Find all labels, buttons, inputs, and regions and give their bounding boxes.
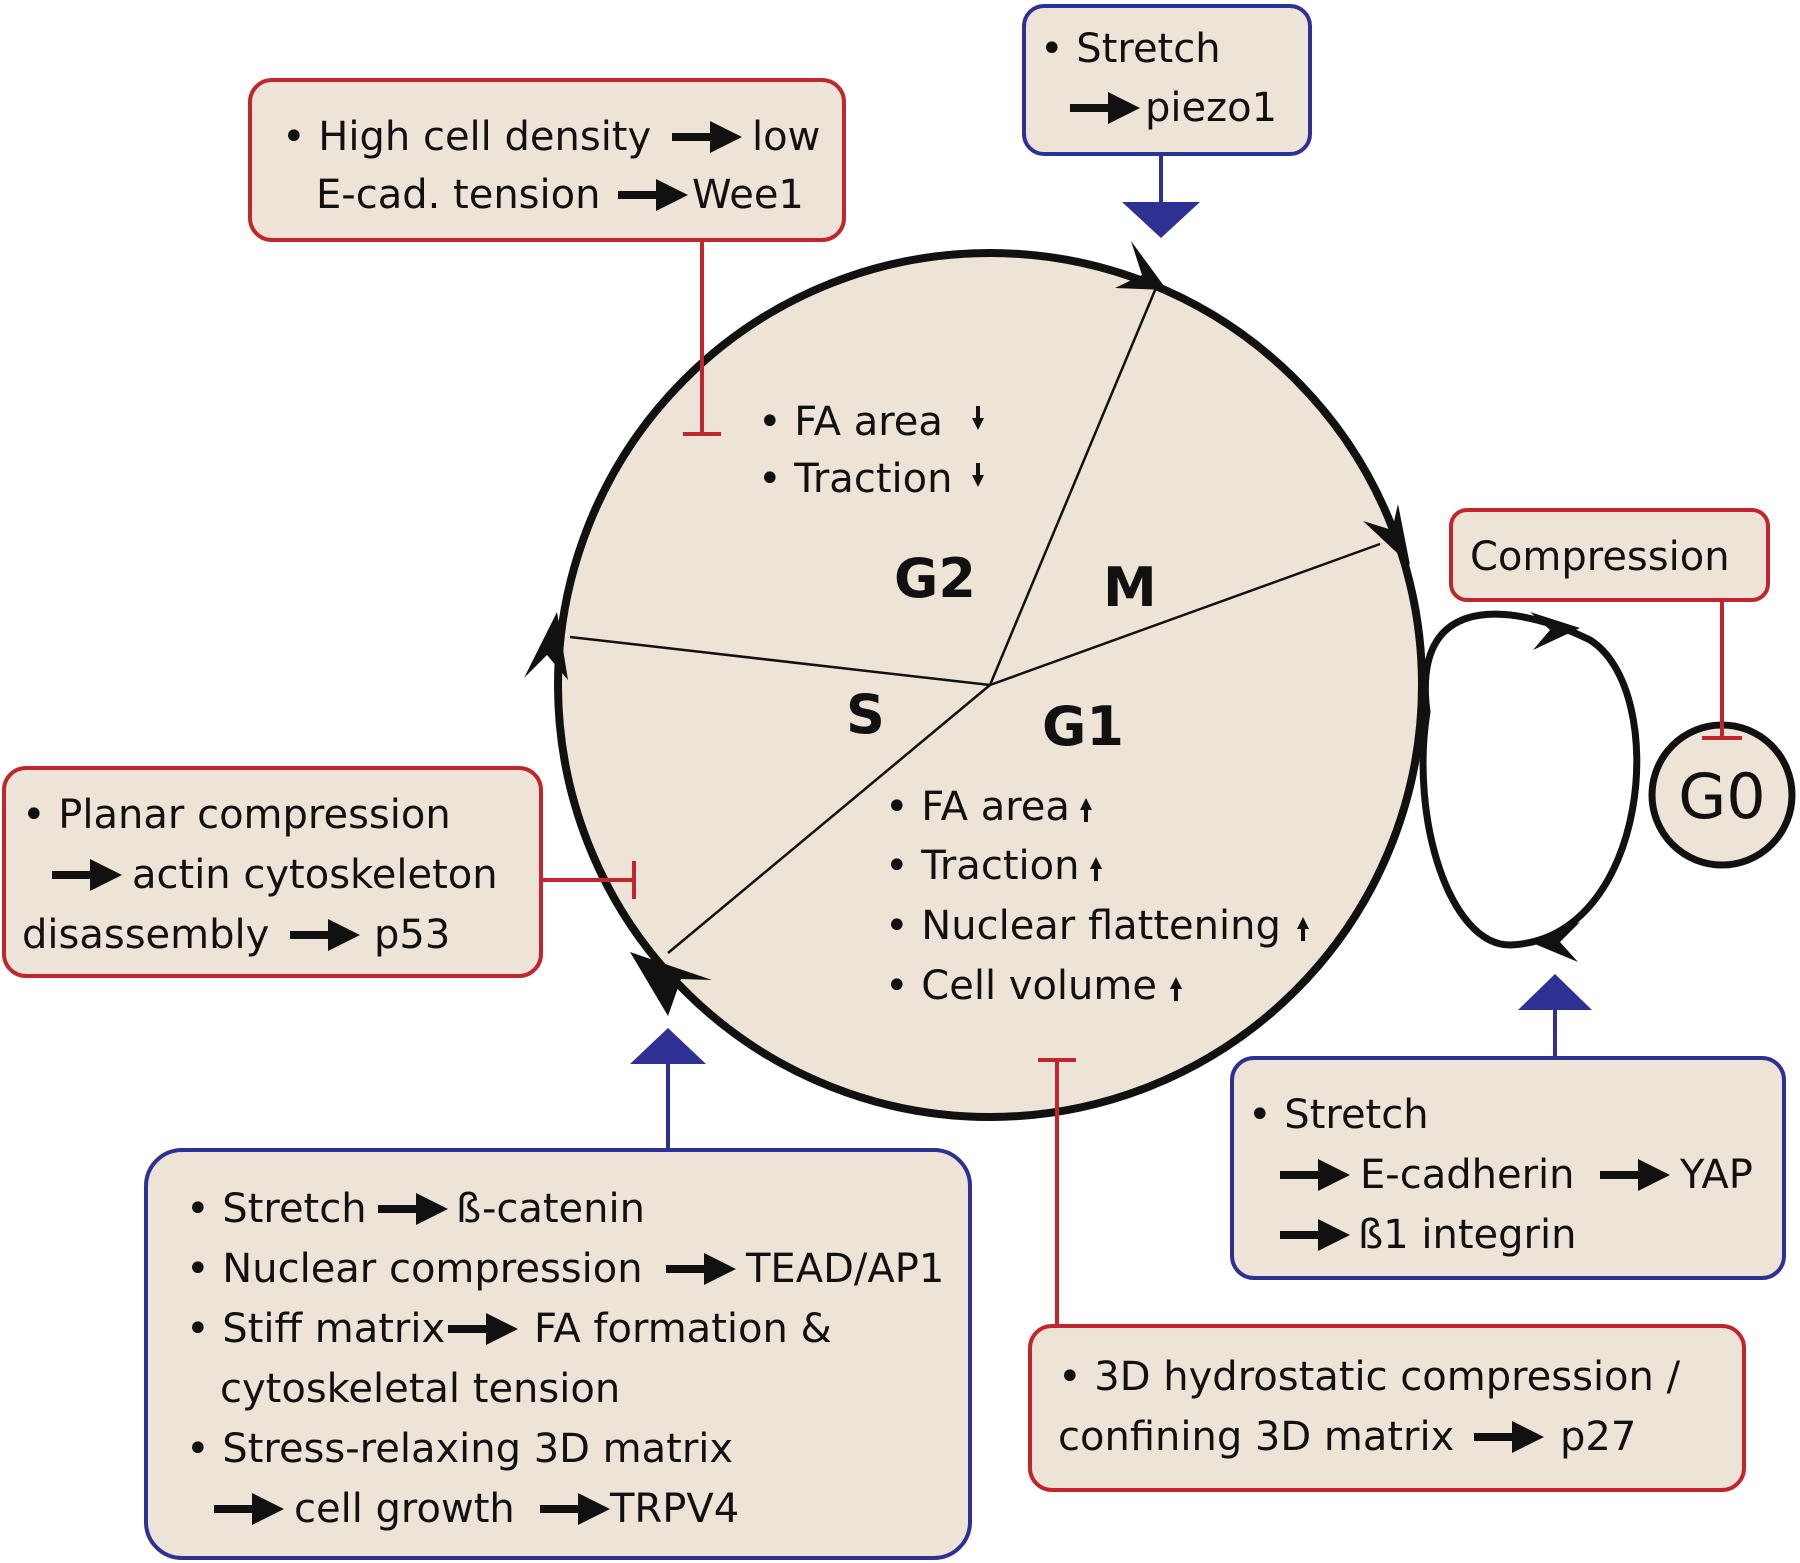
bottom-text-2b: TEAD/AP1 [745, 1246, 944, 1292]
divider-g1-s [667, 684, 991, 954]
phase-dividers [569, 282, 1381, 954]
box-stretch-yap: • Stretch E-cadherin YAP ß1 integrin [1230, 1056, 1786, 1280]
bottom-text-3a: • Stiff matrix [186, 1306, 445, 1352]
inhibitor-compression-to-g0 [1702, 600, 1742, 740]
g0-loop-arrow-bottom [1530, 922, 1580, 962]
yap-text-3: ß1 integrin [1358, 1212, 1576, 1258]
activator-piezo1-to-m [1122, 154, 1200, 238]
bottom-text-4: cytoskeletal tension [220, 1366, 620, 1412]
phase-label-s: S [846, 683, 885, 746]
box-high-cell-density: • High cell density low E-cad. tension W… [248, 78, 846, 242]
g0-label: G0 [1678, 760, 1766, 833]
piezo-text-2: piezo1 [1145, 85, 1277, 131]
divider-g2-m [988, 282, 1160, 686]
phase-label-g2: G2 [894, 547, 976, 610]
box-compression: Compression [1449, 508, 1770, 602]
density-text-1b: low [752, 114, 820, 160]
g0-loop-arrow-top [1530, 612, 1580, 650]
yap-text-2b: YAP [1679, 1152, 1753, 1198]
inhibitor-density-to-g2 [683, 240, 721, 436]
divider-s-g2 [569, 635, 991, 687]
activator-bottom-to-s [630, 1028, 706, 1150]
g1-note-fa-area: • FA area [885, 784, 1070, 830]
hydro-text-2b: p27 [1560, 1414, 1636, 1460]
planar-text-1: • Planar compression [22, 792, 451, 838]
cycle-arrow-bottom [630, 952, 712, 1016]
yap-text-1: • Stretch [1248, 1092, 1429, 1138]
inhibitor-hydrostatic-to-g1 [1038, 1058, 1076, 1326]
bottom-text-5: • Stress-relaxing 3D matrix [186, 1426, 733, 1472]
cycle-direction-arrows [524, 241, 1410, 1016]
g2-notes: • FA area • Traction [758, 399, 984, 502]
cycle-arrow-right [1363, 504, 1410, 565]
bottom-text-1a: • Stretch [186, 1186, 367, 1232]
inhibitor-planar-to-s [541, 861, 636, 899]
bottom-text-6a: cell growth [294, 1486, 515, 1532]
phase-label-g1: G1 [1042, 695, 1124, 758]
density-text-2a: E-cad. tension [316, 172, 600, 218]
hydro-text-1: • 3D hydrostatic compression / [1058, 1354, 1681, 1400]
box-planar-compression: • Planar compression actin cytoskeleton … [2, 766, 543, 978]
compression-text: Compression [1470, 534, 1730, 580]
planar-text-2: actin cytoskeleton [132, 852, 498, 898]
phase-label-m: M [1103, 556, 1157, 619]
g2-note-traction: • Traction [758, 456, 952, 502]
bottom-text-2a: • Nuclear compression [186, 1246, 643, 1292]
box-stretch-piezo1: • Stretch piezo1 [1022, 4, 1312, 156]
divider-m-g1 [989, 542, 1381, 687]
box-bottom-activators: • Stretch ß-catenin • Nuclear compressio… [144, 1148, 972, 1560]
density-text-2b: Wee1 [692, 172, 804, 218]
planar-text-3b: p53 [374, 912, 450, 958]
piezo-text-1: • Stretch [1040, 26, 1221, 72]
bottom-text-6b: TRPV4 [609, 1486, 739, 1532]
planar-text-3a: disassembly [22, 912, 269, 958]
density-text-1a: • High cell density [282, 114, 651, 160]
g1-note-traction: • Traction [885, 843, 1079, 889]
hydro-text-2a: confining 3D matrix [1058, 1414, 1454, 1460]
box-hydrostatic-compression: • 3D hydrostatic compression / confining… [1028, 1324, 1746, 1492]
g2-note-fa-area: • FA area [758, 399, 943, 445]
yap-text-2a: E-cadherin [1360, 1152, 1574, 1198]
cycle-arrow-left [524, 612, 568, 680]
cycle-arrow-top [1115, 241, 1167, 290]
g1-note-nuclear-flattening: • Nuclear flattening [885, 903, 1281, 949]
g1-notes: • FA area • Traction • Nuclear flattenin… [885, 784, 1309, 1009]
g1-note-cell-volume: • Cell volume [885, 963, 1157, 1009]
bottom-text-3b: FA formation & [534, 1306, 832, 1352]
g0-loop [1419, 610, 1641, 949]
bottom-text-1b: ß-catenin [456, 1186, 645, 1232]
activator-yap-to-g0-loop [1518, 974, 1592, 1058]
